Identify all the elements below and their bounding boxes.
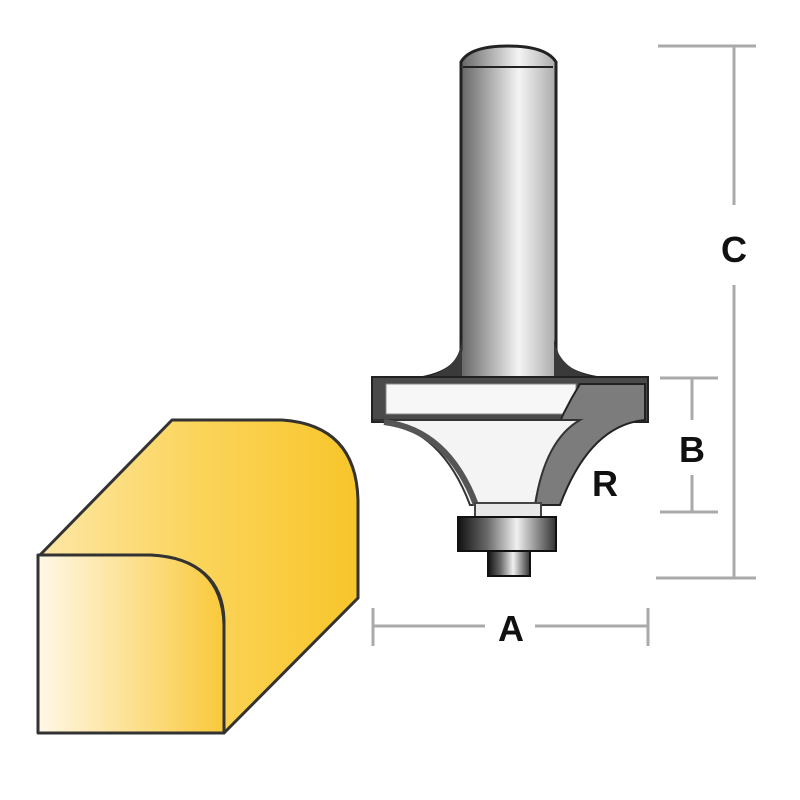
bearing-screw: [487, 550, 531, 577]
dimension-b: [660, 376, 718, 514]
label-c: C: [721, 229, 747, 270]
dimension-a: [371, 608, 650, 646]
label-r: R: [592, 463, 618, 504]
shank: [419, 44, 601, 380]
guide-bearing: [457, 516, 557, 552]
workpiece-front-face: [36, 553, 226, 735]
label-a: A: [498, 608, 524, 649]
router-bit: [371, 44, 649, 577]
workpiece-profile: [36, 418, 360, 735]
label-b: B: [679, 429, 705, 470]
dimension-c: [656, 44, 756, 580]
shank-fillet: [420, 340, 600, 378]
